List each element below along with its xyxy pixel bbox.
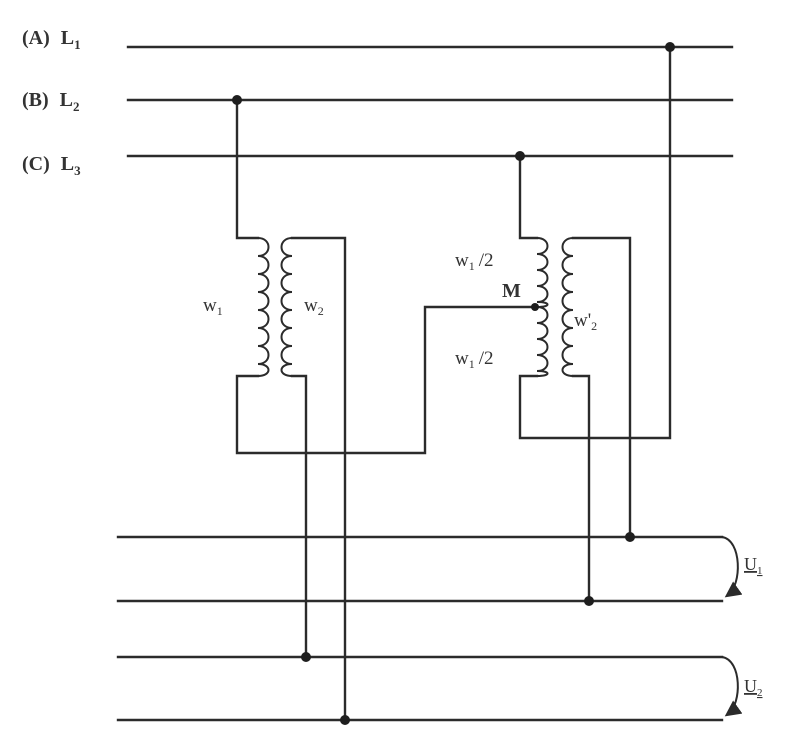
primary-coil-bottom-half [536,306,549,377]
primary-coil-w1 [257,237,270,377]
junction-out-2 [584,596,594,606]
phase-label-c: (C) L3 [22,153,81,178]
label-w1-half-bottom: w1/2 [455,348,494,371]
junction-out-1 [625,532,635,542]
l2-to-w1-wire [235,98,260,240]
secondary-coil-w2 [280,237,293,377]
l3-to-w1-half-wire [518,154,539,240]
label-w2: w2 [304,295,324,318]
w1-bottom-wire [235,305,537,455]
output-lines [116,535,724,722]
junction-l3 [515,151,525,161]
junction-tap-m [531,303,539,311]
phase-label-b: (B) L2 [22,89,80,114]
voltage-arrow-u1 [721,536,743,598]
junction-l1 [665,42,675,52]
phase-lines [126,45,734,158]
w1-half-bottom-wire [518,45,672,440]
w2-bottom-wire [290,374,308,659]
w2-top-wire [290,236,347,722]
junction-dots [232,42,675,725]
transformer-2: w1/2 M w1/2 w'2 [455,45,672,603]
secondary-coil-w2-prime [561,237,574,377]
label-w1-half-top: w1/2 [455,250,494,273]
junction-out-4 [340,715,350,725]
transformer-1: w1 w2 [203,98,537,722]
w2-prime-bottom-wire [571,374,591,603]
label-u1: U1 [744,554,763,577]
label-w1: w1 [203,295,223,318]
label-tap-m: M [502,280,521,302]
label-u2: U2 [744,676,763,699]
primary-coil-top-half [536,237,549,308]
junction-out-3 [301,652,311,662]
phase-labels: (A) L1 (B) L2 (C) L3 [22,27,81,178]
w2-prime-top-wire [571,236,632,539]
voltage-arrow-u2 [721,656,743,717]
phase-label-a: (A) L1 [22,27,81,52]
label-w2-prime: w'2 [574,310,597,333]
voltage-arrows: U1 U2 [721,536,763,717]
junction-l2 [232,95,242,105]
